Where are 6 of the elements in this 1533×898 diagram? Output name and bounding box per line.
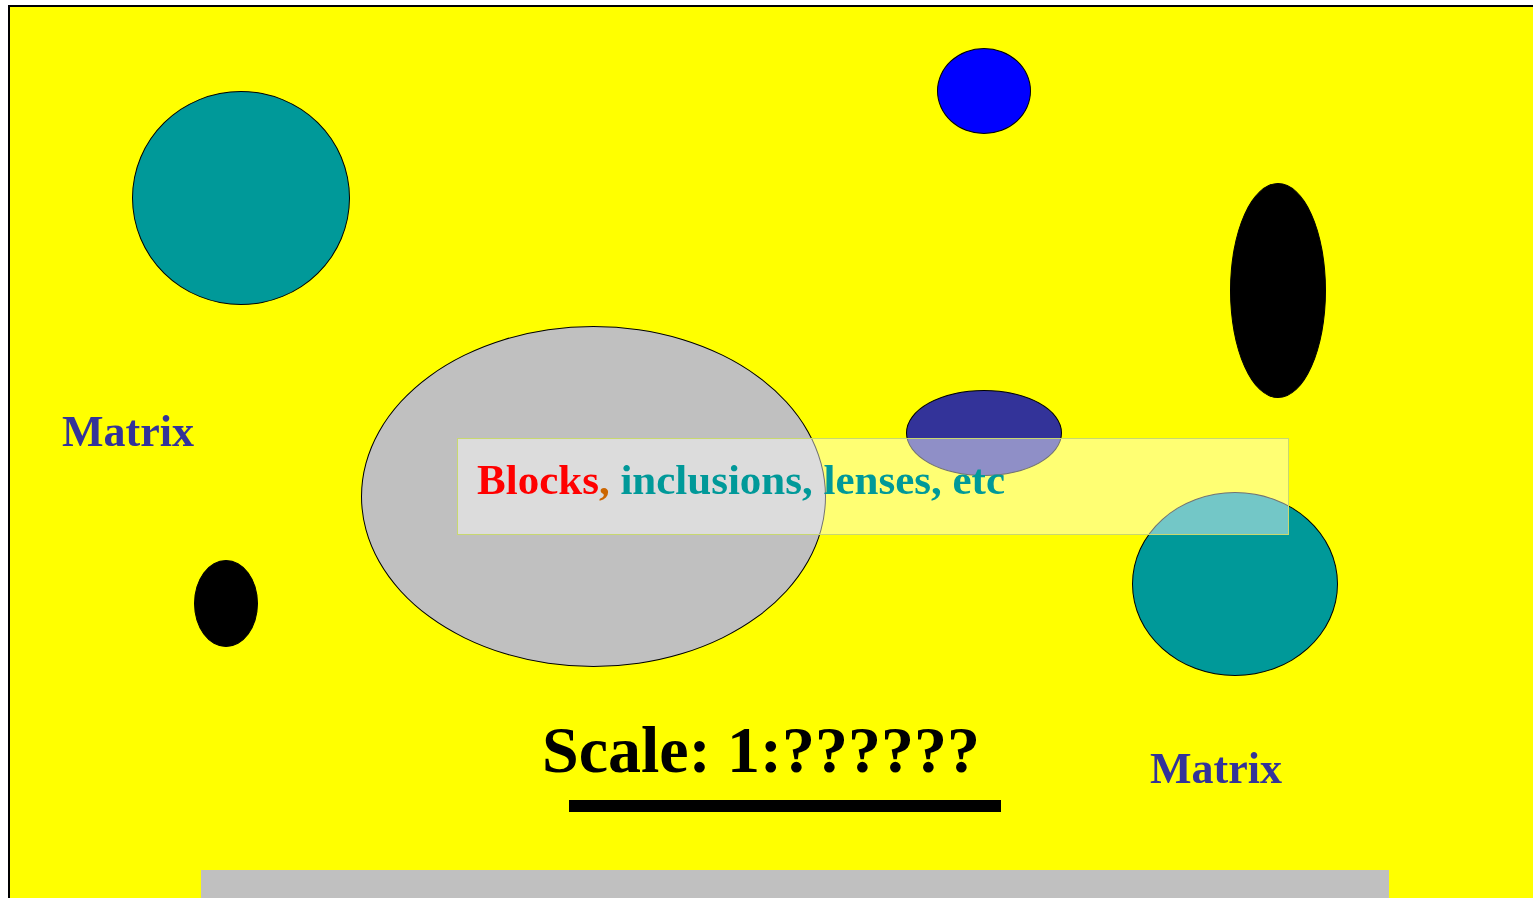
box-caption: Blocks, inclusions, lenses, etc (477, 456, 1005, 503)
bar-shape (201, 870, 1389, 898)
matrix-label: Matrix (1150, 743, 1282, 795)
scale-label: Scale: 1:?????? (542, 712, 981, 788)
translucent-text-box (457, 438, 1289, 535)
matrix-label: Matrix (62, 406, 194, 458)
